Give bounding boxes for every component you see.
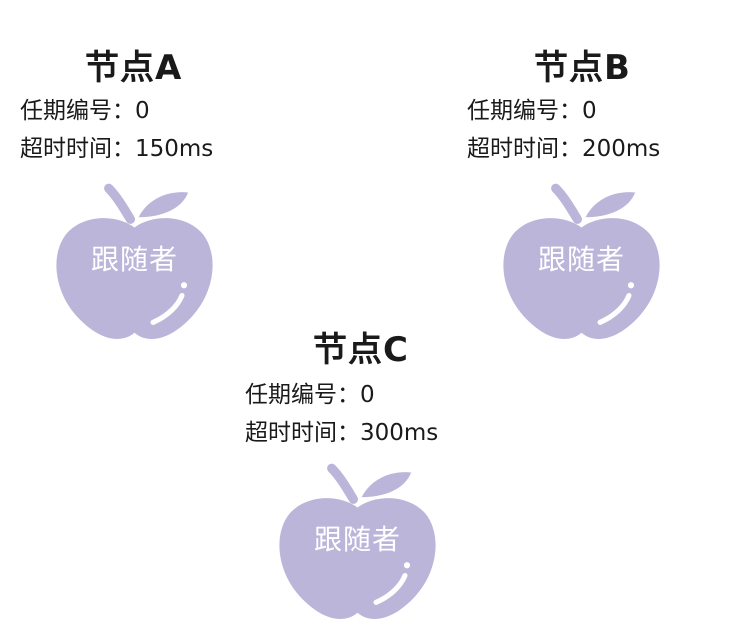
term-value: 0: [360, 382, 375, 408]
node-title: 节点B: [534, 48, 631, 88]
term-row: 任期编号：0: [20, 92, 213, 130]
apple-icon: 跟随者: [499, 178, 664, 343]
timeout-row: 超时时间：150ms: [20, 130, 213, 168]
node-b: 节点B 任期编号：0 超时时间：200ms 跟随者: [467, 40, 707, 340]
term-row: 任期编号：0: [245, 376, 438, 414]
timeout-row: 超时时间：200ms: [467, 130, 660, 168]
timeout-label: 超时时间：: [20, 136, 135, 162]
timeout-value: 300ms: [360, 420, 439, 446]
apple-icon: 跟随者: [52, 178, 217, 343]
node-title: 节点C: [313, 330, 409, 370]
node-info: 任期编号：0 超时时间：150ms: [20, 92, 213, 168]
node-info: 任期编号：0 超时时间：300ms: [245, 376, 438, 452]
node-c: 节点C 任期编号：0 超时时间：300ms 跟随者: [245, 322, 485, 622]
node-role: 跟随者: [313, 523, 401, 556]
apple-icon: 跟随者: [275, 458, 440, 623]
timeout-label: 超时时间：: [245, 420, 360, 446]
node-title: 节点A: [85, 48, 183, 88]
term-row: 任期编号：0: [467, 92, 660, 130]
node-role: 跟随者: [90, 243, 178, 276]
term-label: 任期编号：: [467, 98, 582, 124]
timeout-value: 150ms: [135, 136, 214, 162]
timeout-row: 超时时间：300ms: [245, 414, 438, 452]
timeout-label: 超时时间：: [467, 136, 582, 162]
node-info: 任期编号：0 超时时间：200ms: [467, 92, 660, 168]
term-label: 任期编号：: [245, 382, 360, 408]
term-label: 任期编号：: [20, 98, 135, 124]
term-value: 0: [135, 98, 150, 124]
timeout-value: 200ms: [582, 136, 661, 162]
node-role: 跟随者: [537, 243, 625, 276]
node-a: 节点A 任期编号：0 超时时间：150ms 跟随者: [20, 40, 260, 340]
term-value: 0: [582, 98, 597, 124]
